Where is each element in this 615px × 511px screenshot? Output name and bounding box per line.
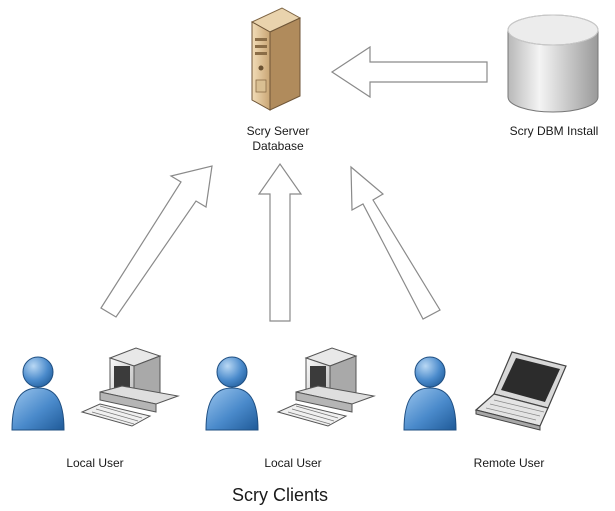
- user-icon: [403, 356, 457, 431]
- clients-group-title: Scry Clients: [231, 485, 329, 505]
- desktop-computer-icon: [80, 347, 180, 427]
- local-user-label: Local User: [66, 456, 124, 470]
- dbm-install-label: Scry DBM Install: [509, 124, 599, 138]
- desktop-computer-icon: [276, 347, 376, 427]
- server-label-line1: Scry Server: [246, 124, 310, 138]
- user-icon: [205, 356, 259, 431]
- remote-user-label: Remote User: [473, 456, 545, 470]
- arrow-user2-to-server: [257, 162, 303, 322]
- server-label: Scry Server Database: [228, 124, 328, 154]
- local-user-label: Local User: [264, 456, 322, 470]
- server-tower-icon: [250, 7, 302, 111]
- database-cylinder-icon: [507, 14, 599, 113]
- server-label-line2: Database: [252, 139, 304, 153]
- arrow-dbm-to-server: [330, 45, 488, 99]
- arrow-user3-to-server: [350, 165, 441, 320]
- laptop-icon: [474, 351, 567, 431]
- user-icon: [11, 356, 65, 431]
- arrow-user1-to-server: [100, 165, 213, 318]
